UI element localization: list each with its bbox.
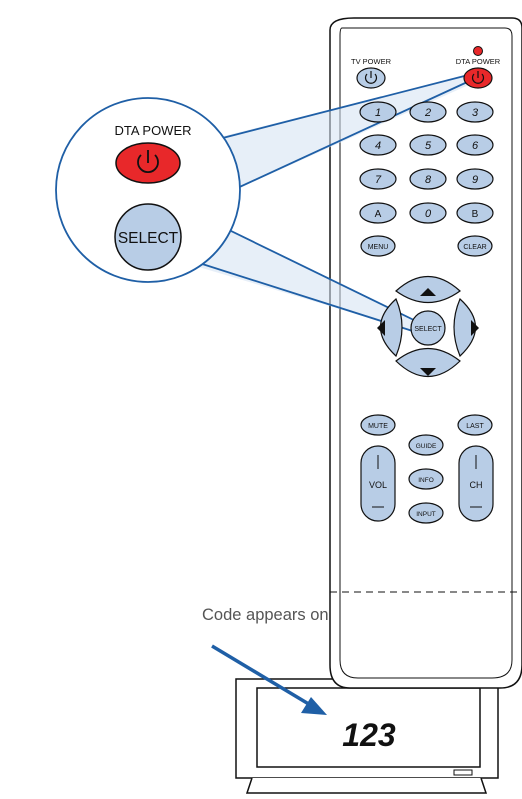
digit-3-label: 3 <box>472 107 479 119</box>
digit-1-label: 1 <box>375 107 381 119</box>
b-label: B <box>472 209 479 220</box>
digit-0-label: 0 <box>425 208 432 220</box>
digit-7-label: 7 <box>375 174 382 186</box>
digit-5-button[interactable] <box>409 134 447 156</box>
digit-1-button[interactable] <box>359 101 397 123</box>
b-button[interactable] <box>456 202 494 224</box>
digit-9-label: 9 <box>472 174 478 186</box>
callout-contents: DTA POWER SELECT <box>114 123 192 271</box>
right-arrow-icon <box>471 320 479 336</box>
volume-rocker[interactable] <box>360 445 396 522</box>
indicator-led <box>473 46 483 56</box>
digit-9-button[interactable] <box>456 168 494 190</box>
mute-label: MUTE <box>368 423 388 430</box>
guide-label: GUIDE <box>416 443 437 450</box>
tv-power-icon <box>364 71 378 84</box>
digit-4-button[interactable] <box>359 134 397 156</box>
left-arrow-icon <box>377 320 385 336</box>
digit-2-label: 2 <box>424 107 431 119</box>
dta-power-remote-label: DTA POWER <box>456 57 501 66</box>
last-label: LAST <box>466 423 484 430</box>
digit-6-label: 6 <box>472 140 479 152</box>
ch-label: CH <box>470 480 483 490</box>
digit-6-button[interactable] <box>456 134 494 156</box>
a-label: A <box>375 209 382 220</box>
down-arrow-icon <box>420 368 436 376</box>
clear-button[interactable] <box>457 235 493 257</box>
callout-power-icon <box>137 150 159 174</box>
left-button[interactable] <box>380 297 403 358</box>
tv-code-display: 123 <box>342 717 396 753</box>
digit-8-button[interactable] <box>409 168 447 190</box>
callout-select-label: SELECT <box>118 230 179 247</box>
last-button[interactable] <box>457 414 493 436</box>
mute-button[interactable] <box>360 414 396 436</box>
tv <box>235 678 499 794</box>
up-arrow-icon <box>420 288 436 296</box>
input-label: INPUT <box>416 511 436 518</box>
guide-button[interactable] <box>408 434 444 456</box>
input-button[interactable] <box>408 502 444 524</box>
number-pad <box>359 101 494 257</box>
digit-0-button[interactable] <box>409 202 447 224</box>
dta-power-icon <box>471 71 485 84</box>
clear-label: CLEAR <box>463 244 486 251</box>
callout-magnifier <box>55 97 241 283</box>
digit-5-label: 5 <box>425 140 432 152</box>
d-pad <box>377 276 479 377</box>
down-button[interactable] <box>395 348 461 377</box>
info-button[interactable] <box>408 468 444 490</box>
digit-7-button[interactable] <box>359 168 397 190</box>
menu-label: MENU <box>368 244 389 251</box>
vol-label: VOL <box>369 480 387 490</box>
channel-rocker[interactable] <box>458 445 494 522</box>
right-button[interactable] <box>453 297 476 358</box>
arrow-head-icon <box>301 697 327 715</box>
select-button[interactable] <box>410 310 446 346</box>
callout-select-button <box>114 203 182 271</box>
tv-power-label: TV POWER <box>351 57 392 66</box>
menu-button[interactable] <box>360 235 396 257</box>
lower-buttons <box>360 414 494 524</box>
info-label: INFO <box>418 477 434 484</box>
digit-3-button[interactable] <box>456 101 494 123</box>
arrow-to-tv <box>211 644 327 715</box>
digit-2-button[interactable] <box>409 101 447 123</box>
callout-dta-power-label: DTA POWER <box>114 123 191 138</box>
a-button[interactable] <box>359 202 397 224</box>
digit-8-label: 8 <box>425 174 432 186</box>
digit-4-label: 4 <box>375 140 381 152</box>
select-label: SELECT <box>414 326 442 333</box>
